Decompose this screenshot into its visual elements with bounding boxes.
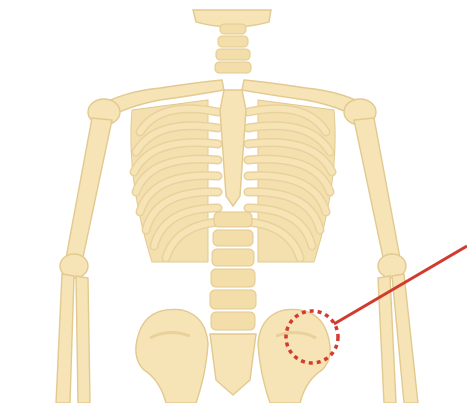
cervical-spine [215,24,251,73]
left-arm [56,118,112,403]
right-arm [354,118,418,403]
lumbar-spine [210,212,256,330]
